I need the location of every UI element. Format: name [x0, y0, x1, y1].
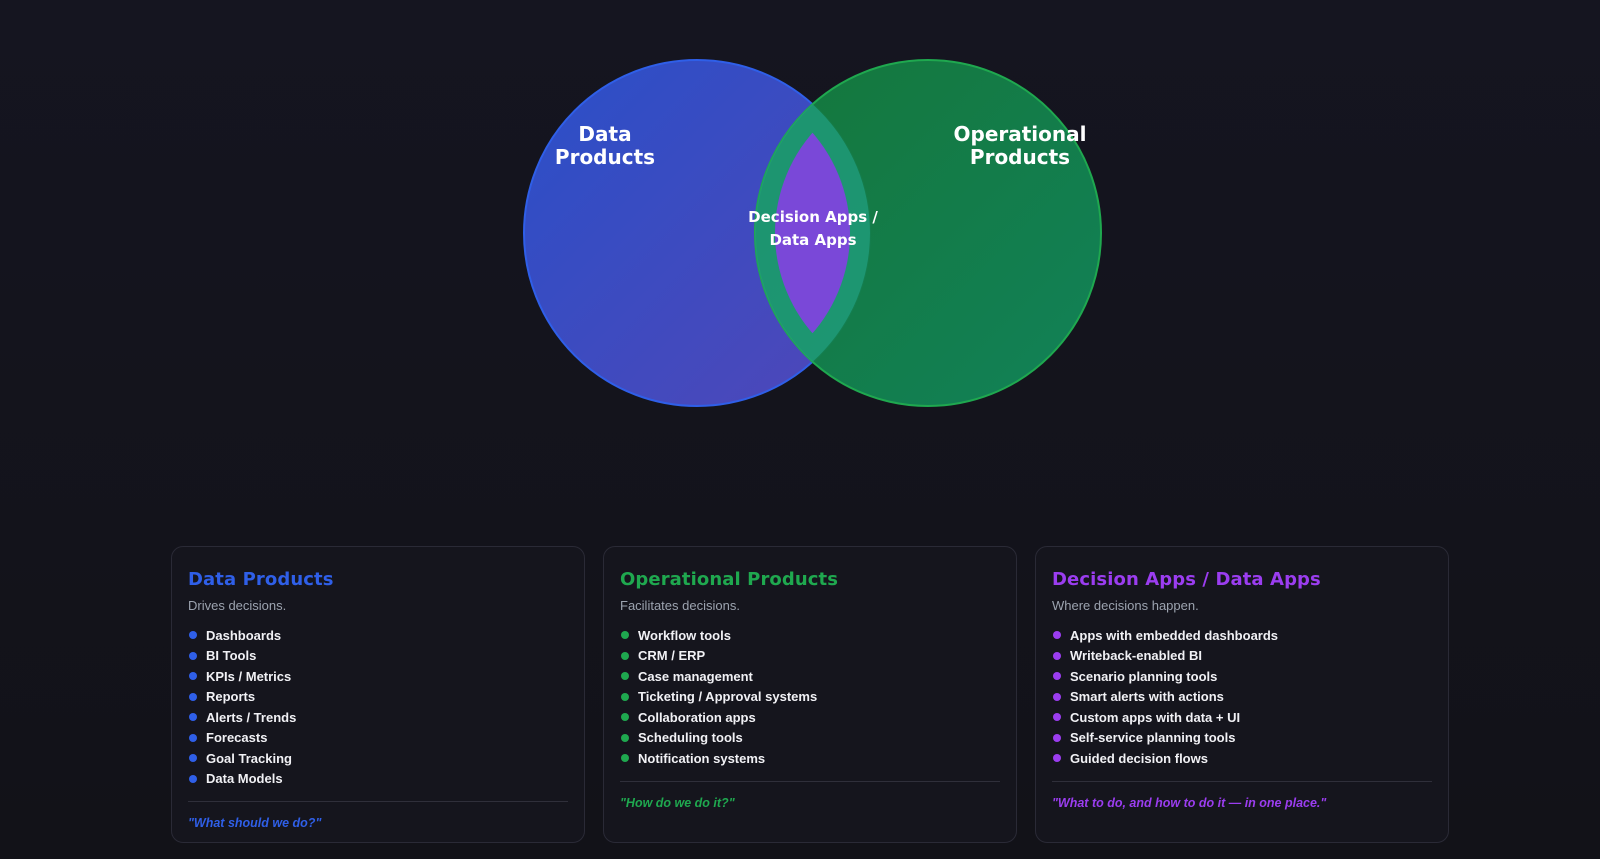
bullet-dot-icon	[1053, 754, 1061, 763]
card-subtitle: Drives decisions.	[188, 598, 287, 613]
bullet-dot-icon	[621, 651, 629, 660]
bullet-dot-icon	[1053, 672, 1061, 681]
card-title: Operational Products	[620, 569, 839, 590]
card-operational-products: Operational Products Facilitates decisio…	[603, 546, 1017, 843]
data-products-label-line1: Data	[578, 122, 631, 146]
list-item: Collaboration apps	[620, 707, 1000, 728]
card-subtitle: Where decisions happen.	[1052, 598, 1199, 613]
card-title: Data Products	[188, 569, 334, 590]
list-item-label: CRM / ERP	[638, 648, 706, 664]
bullet-dot-icon	[621, 631, 629, 640]
list-item-label: Forecasts	[206, 730, 268, 746]
list-item: Ticketing / Approval systems	[620, 687, 1000, 708]
bullet-dot-icon	[189, 631, 197, 640]
bullet-dot-icon	[189, 733, 197, 742]
list-item-label: Reports	[206, 689, 256, 705]
card-divider	[188, 801, 568, 802]
list-item: Dashboards	[188, 625, 568, 646]
list-item: Notification systems	[620, 748, 1000, 769]
list-item-label: Ticketing / Approval systems	[638, 689, 818, 705]
bullet-dot-icon	[189, 672, 197, 681]
card-quote: "What to do, and how to do it — in one p…	[1052, 795, 1327, 810]
list-item: KPIs / Metrics	[188, 666, 568, 687]
cards-row: Data Products Drives decisions. Dashboar…	[171, 546, 1449, 843]
list-item-label: Dashboards	[206, 627, 282, 643]
card-item-list: Workflow tools CRM / ERP Case management…	[620, 625, 1000, 769]
card-quote: "How do we do it?"	[620, 795, 735, 810]
bullet-dot-icon	[621, 672, 629, 681]
list-item: Alerts / Trends	[188, 707, 568, 728]
bullet-dot-icon	[1053, 733, 1061, 742]
list-item: Case management	[620, 666, 1000, 687]
list-item-label: Self-service planning tools	[1070, 730, 1236, 746]
card-title: Decision Apps / Data Apps	[1052, 569, 1321, 590]
bullet-dot-icon	[189, 651, 197, 660]
venn-diagram: Data Products Operational Products Decis…	[523, 59, 1102, 407]
bullet-dot-icon	[621, 754, 629, 763]
list-item: Writeback-enabled BI	[1052, 646, 1432, 667]
card-divider	[1052, 780, 1432, 782]
list-item: Data Models	[188, 769, 568, 790]
decision-apps-label-line2: Data Apps	[769, 231, 856, 249]
list-item-label: Writeback-enabled BI	[1070, 648, 1202, 664]
list-item: Self-service planning tools	[1052, 728, 1432, 749]
list-item: Smart alerts with actions	[1052, 687, 1432, 708]
bullet-dot-icon	[1053, 631, 1061, 640]
list-item: Apps with embedded dashboards	[1052, 625, 1432, 646]
list-item: BI Tools	[188, 646, 568, 667]
list-item-label: Guided decision flows	[1070, 750, 1208, 766]
list-item-label: Apps with embedded dashboards	[1070, 627, 1279, 643]
list-item-label: Smart alerts with actions	[1070, 689, 1224, 705]
bullet-dot-icon	[621, 692, 629, 701]
list-item-label: Notification systems	[638, 750, 766, 766]
bullet-dot-icon	[1053, 651, 1061, 660]
overlap-outer-band	[755, 60, 870, 406]
bullet-dot-icon	[189, 692, 197, 701]
list-item-label: BI Tools	[206, 648, 257, 664]
list-item: Forecasts	[188, 728, 568, 749]
list-item-label: Scheduling tools	[638, 730, 743, 746]
card-item-list: Apps with embedded dashboards Writeback-…	[1052, 625, 1432, 769]
operational-products-label-line1: Operational	[954, 122, 1087, 146]
list-item: CRM / ERP	[620, 646, 1000, 667]
list-item-label: Data Models	[206, 771, 283, 787]
list-item-label: Collaboration apps	[638, 709, 756, 725]
list-item-label: Workflow tools	[638, 627, 731, 643]
bullet-dot-icon	[1053, 713, 1061, 722]
list-item: Scheduling tools	[620, 728, 1000, 749]
data-products-label-line2: Products	[555, 145, 655, 169]
card-data-products: Data Products Drives decisions. Dashboar…	[171, 546, 585, 843]
list-item: Guided decision flows	[1052, 748, 1432, 769]
list-item: Goal Tracking	[188, 748, 568, 769]
list-item: Custom apps with data + UI	[1052, 707, 1432, 728]
list-item: Workflow tools	[620, 625, 1000, 646]
list-item: Reports	[188, 687, 568, 708]
list-item-label: KPIs / Metrics	[206, 668, 292, 684]
card-item-list: Dashboards BI Tools KPIs / Metrics Repor…	[188, 625, 568, 789]
list-item-label: Goal Tracking	[206, 750, 292, 766]
card-divider	[620, 780, 1000, 782]
list-item-label: Alerts / Trends	[206, 709, 297, 725]
bullet-dot-icon	[621, 713, 629, 722]
card-decision-apps: Decision Apps / Data Apps Where decision…	[1035, 546, 1449, 843]
card-quote: "What should we do?"	[188, 816, 322, 830]
operational-products-label-line2: Products	[970, 145, 1070, 169]
list-item-label: Scenario planning tools	[1070, 668, 1218, 684]
decision-apps-label-line1: Decision Apps /	[748, 208, 878, 226]
bullet-dot-icon	[189, 774, 197, 783]
bullet-dot-icon	[1053, 692, 1061, 701]
bullet-dot-icon	[189, 754, 197, 763]
bullet-dot-icon	[189, 713, 197, 722]
list-item-label: Custom apps with data + UI	[1070, 709, 1241, 725]
list-item: Scenario planning tools	[1052, 666, 1432, 687]
card-subtitle: Facilitates decisions.	[620, 598, 740, 613]
list-item-label: Case management	[638, 668, 753, 684]
bullet-dot-icon	[621, 733, 629, 742]
